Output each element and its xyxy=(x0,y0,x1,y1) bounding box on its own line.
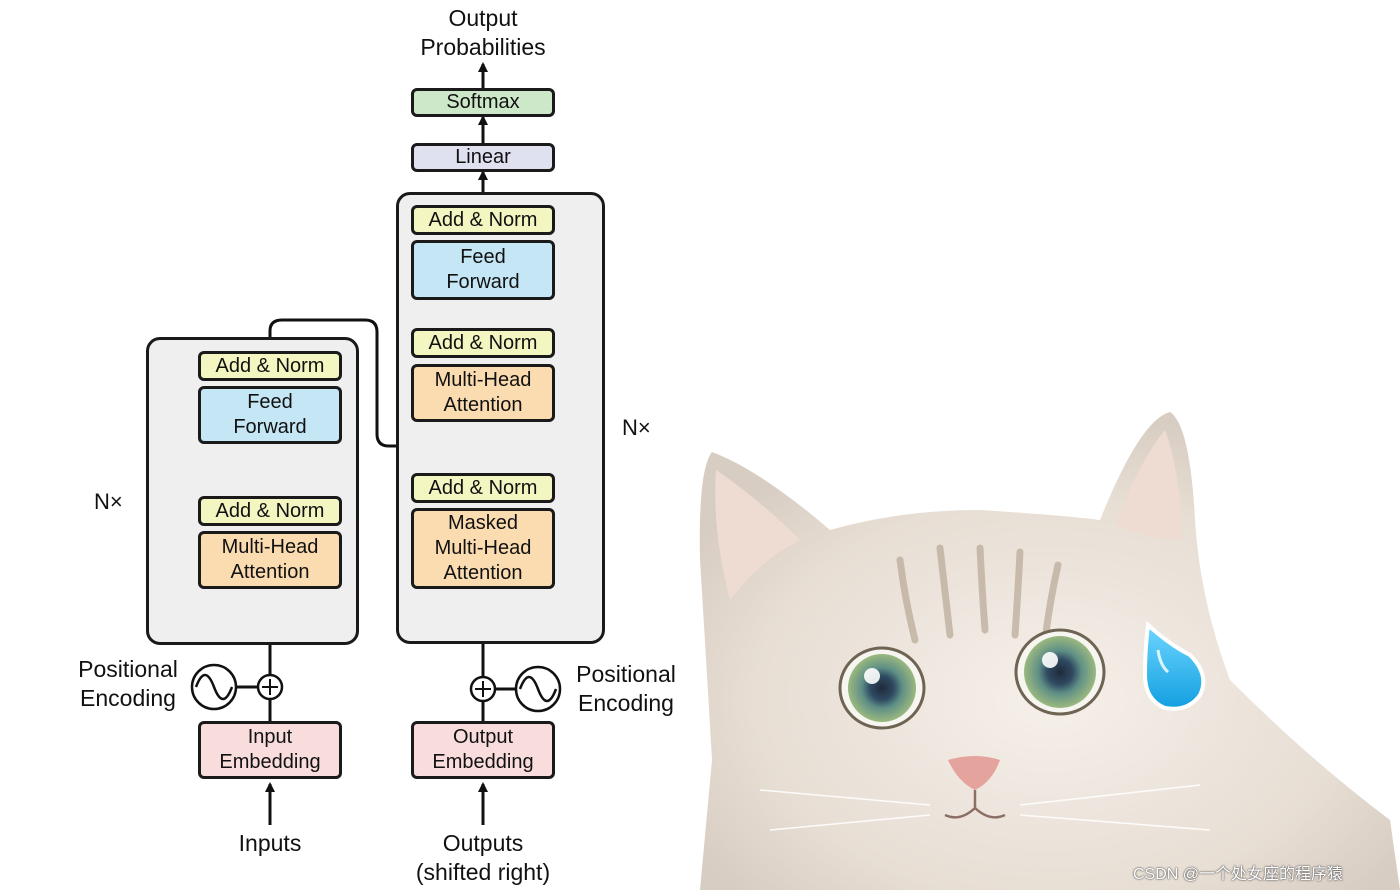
inputs-label: Inputs xyxy=(238,830,302,856)
decoder-add-norm-mid: Add & Norm xyxy=(411,328,555,358)
cat-right-eye xyxy=(1014,628,1106,716)
cat-left-ear xyxy=(715,470,800,600)
cat-left-eye xyxy=(838,646,926,730)
encoder-repeat-label: N× xyxy=(94,489,123,514)
cat-whiskers xyxy=(759,784,1211,831)
outputs-shifted-right-label: Outputs(shifted right) xyxy=(415,830,551,885)
cat-nose xyxy=(948,756,1000,790)
encoder-add-norm-bottom: Add & Norm xyxy=(198,496,342,526)
cat-mouth xyxy=(944,790,1006,819)
softmax-layer: Softmax xyxy=(411,88,555,117)
encoder-stack xyxy=(146,337,359,645)
csdn-watermark: CSDN @一个处女座的程序猿 xyxy=(1133,866,1344,883)
decoder-add-norm-bottom: Add & Norm xyxy=(411,473,555,503)
arrow-encoder-to-cross-attn-k xyxy=(268,318,435,448)
sine-wave-icon xyxy=(190,663,238,711)
cat-picture xyxy=(699,412,1400,890)
decoder-add-norm-top: Add & Norm xyxy=(411,205,555,235)
cat-right-ear xyxy=(1115,430,1182,540)
sum-circle-decoder xyxy=(469,675,497,703)
sum-circle-encoder xyxy=(256,673,284,701)
sweat-drop-icon xyxy=(1142,620,1206,711)
sine-wave-icon xyxy=(514,665,562,713)
encoder-add-norm-top: Add & Norm xyxy=(198,351,342,381)
decoder-repeat-label: N× xyxy=(622,415,651,440)
linear-layer: Linear xyxy=(411,143,555,172)
